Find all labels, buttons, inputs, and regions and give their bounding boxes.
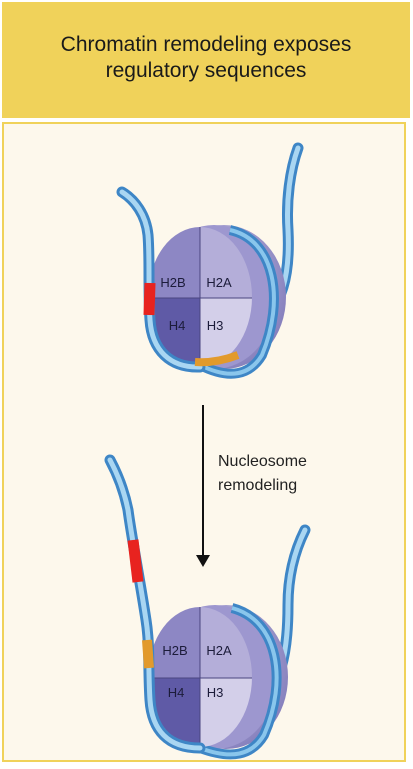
dna-wrap-right-highlight bbox=[199, 228, 276, 376]
remodeling-label-line1: Nucleosome bbox=[218, 453, 307, 470]
regulatory-sequence-orange bbox=[194, 351, 240, 367]
h2a-label-bottom: H2A bbox=[206, 643, 232, 658]
title-banner: Chromatin remodeling exposes regulatory … bbox=[2, 2, 410, 118]
arrow-head bbox=[196, 555, 210, 567]
dna-strand-left-bottom-highlight bbox=[107, 457, 203, 751]
h2b-label: H2B bbox=[160, 275, 185, 290]
remodeling-label-line2: remodeling bbox=[218, 477, 298, 494]
h3-label: H3 bbox=[207, 318, 224, 333]
regulatory-sequence-orange-moved bbox=[142, 639, 154, 669]
remodeling-arrow bbox=[196, 405, 210, 567]
remodeling-label: Nucleosome remodeling bbox=[218, 450, 348, 498]
h3-label-bottom: H3 bbox=[207, 685, 224, 700]
regulatory-sequence-red bbox=[143, 282, 156, 316]
h2b-label-bottom: H2B bbox=[162, 643, 187, 658]
h4-label: H4 bbox=[169, 318, 186, 333]
nucleosome-bottom: H2B H2A H4 H3 bbox=[104, 454, 311, 760]
nucleosome-top: H2B H2A H4 H3 bbox=[116, 142, 304, 379]
dna-wrap-right-bottom-highlight bbox=[199, 606, 279, 757]
h2a-label: H2A bbox=[206, 275, 232, 290]
regulatory-sequence-red-exposed bbox=[127, 539, 144, 583]
figure-title: Chromatin remodeling exposes regulatory … bbox=[60, 33, 352, 82]
h4-label-bottom: H4 bbox=[168, 685, 185, 700]
